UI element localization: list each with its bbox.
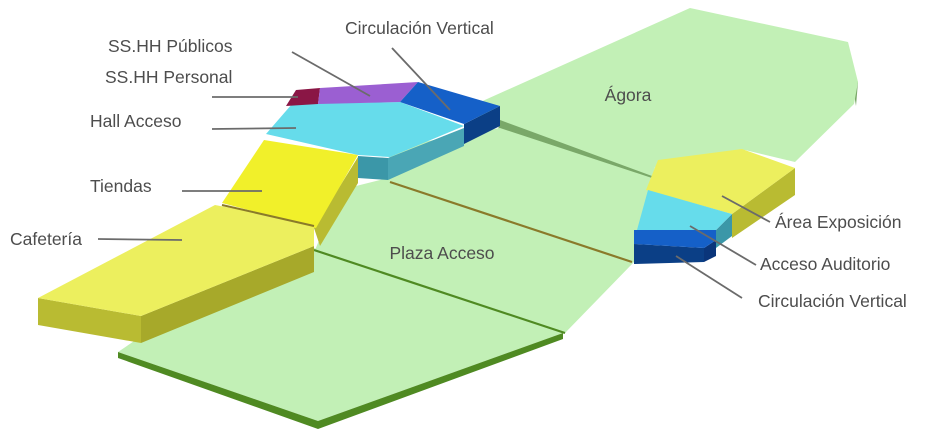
circ-vertical-top-block [400,82,500,144]
leader-circ-vertical-top [391,47,451,111]
exposicion-block [646,149,795,238]
auditorio-side [716,214,732,248]
ss-publicos-label: SS.HH Públicos [108,36,233,56]
leader-ss-publicos [291,51,371,97]
circ-vertical-right-label: Circulación Vertical [758,291,907,311]
tiendas-top [222,140,358,228]
auditorio-block [637,190,732,248]
plaza-area [118,128,652,429]
leader-cafeteria [97,238,183,241]
hall-label: Hall Acceso [90,111,181,131]
ss-personal-block [286,88,320,106]
circ-vertical-top-label: Circulación Vertical [345,18,494,38]
leader-auditorio [689,225,757,266]
cafeteria-left-side [38,298,141,343]
leader-circ-vertical-right [675,255,743,299]
tiendas-cafeteria-seam [221,204,315,227]
ss-publicos-block [318,82,418,104]
hall-block [266,102,464,180]
auditorio-label: Acceso Auditorio [760,254,890,274]
circ-top-side-a [464,106,500,144]
plaza-label: Plaza Acceso [389,243,494,263]
agora-label: Ágora [605,85,652,105]
exposicion-label: Área Exposición [775,212,901,232]
circ-top-top [400,82,500,124]
circ-right-top [634,230,716,248]
cafeteria-block [38,205,314,343]
plaza-inner-line [313,248,566,335]
tiendas-label: Tiendas [90,176,152,196]
tiendas-block [221,140,358,246]
hall-top [266,102,464,157]
circ-right-front [634,244,704,264]
hall-side-b [388,128,464,180]
cafeteria-label: Cafetería [10,229,82,249]
auditorio-top [637,190,732,230]
exposicion-side [732,168,795,238]
plaza-top [315,128,652,333]
hall-side-a [358,156,388,180]
plaza-divider-line [389,180,633,264]
plaza-lower-top [118,248,563,421]
circ-right-side [704,240,716,262]
agora-top [458,8,858,178]
exposicion-top [646,149,795,214]
leader-hall [211,127,297,130]
cafeteria-front-side [141,246,314,343]
tiendas-side [314,157,358,246]
leader-lines [97,47,771,299]
ss-personal-label: SS.HH Personal [105,67,232,87]
circ-vertical-right-block [634,230,716,264]
cafeteria-top [38,205,314,316]
leader-exposicion [721,195,771,223]
